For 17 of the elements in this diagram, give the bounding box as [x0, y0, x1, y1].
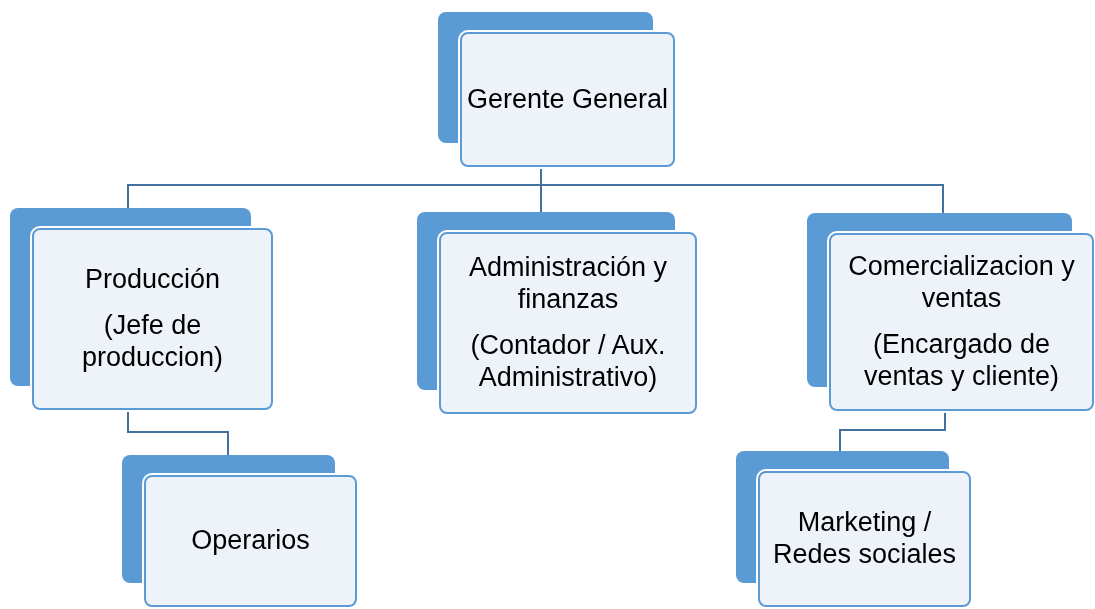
org-card	[736, 451, 971, 607]
role-detail: (Contador / Aux. Administrativo)	[469, 330, 667, 394]
role-title: Producción	[84, 264, 221, 297]
org-card	[10, 208, 273, 410]
connector-line	[127, 409, 229, 456]
role-title: Administración y finanzas	[467, 252, 669, 316]
connector-line	[839, 410, 946, 452]
org-card	[438, 12, 675, 167]
org-card	[807, 213, 1094, 411]
role-title: Operarios	[191, 525, 310, 557]
role-title: Comercializacion y ventas	[847, 251, 1076, 315]
role-title: Marketing / Redes sociales	[771, 507, 958, 571]
org-card	[122, 455, 357, 607]
role-detail: (Jefe de produccion)	[80, 310, 225, 374]
role-detail: (Encargado de ventas y cliente)	[862, 329, 1061, 393]
role-title: Gerente General	[466, 83, 669, 116]
org-card	[417, 212, 697, 414]
